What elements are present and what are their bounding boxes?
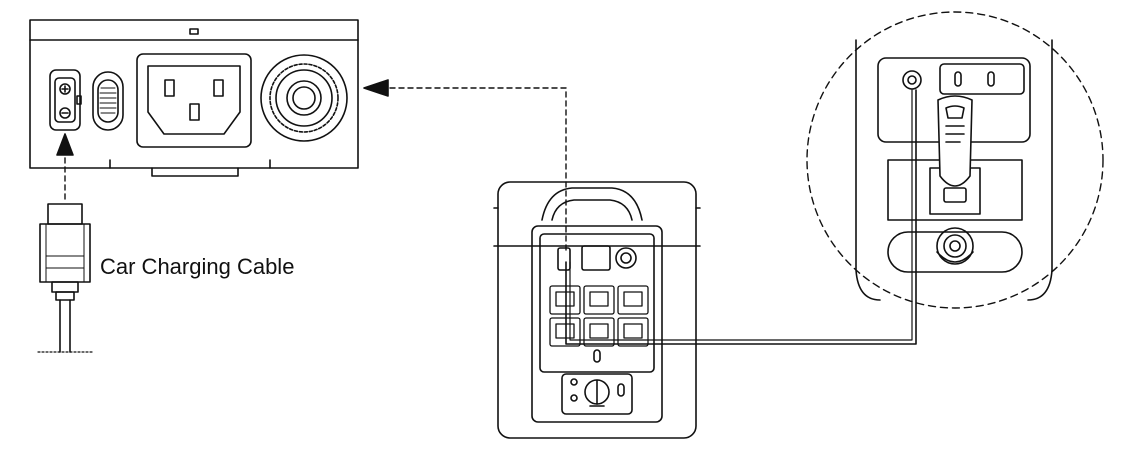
ac-outlet-icon [136,53,252,148]
cigarette-lighter-socket-icon [887,227,1023,273]
arrow-icon [56,133,74,156]
car-interior-detail [806,11,1104,309]
cable-label: Car Charging Cable [100,254,295,279]
power-station [493,181,701,439]
outlet-grid [549,285,649,347]
car-charging-port-icon [49,69,82,131]
round-port-icon [260,54,348,142]
vent-button [92,71,124,131]
gear-shifter-icon [937,95,973,187]
arrow-icon [363,79,389,97]
car-charging-cable [37,203,93,353]
cable-route [565,89,917,345]
power-station-rear-panel-closeup [29,19,359,177]
